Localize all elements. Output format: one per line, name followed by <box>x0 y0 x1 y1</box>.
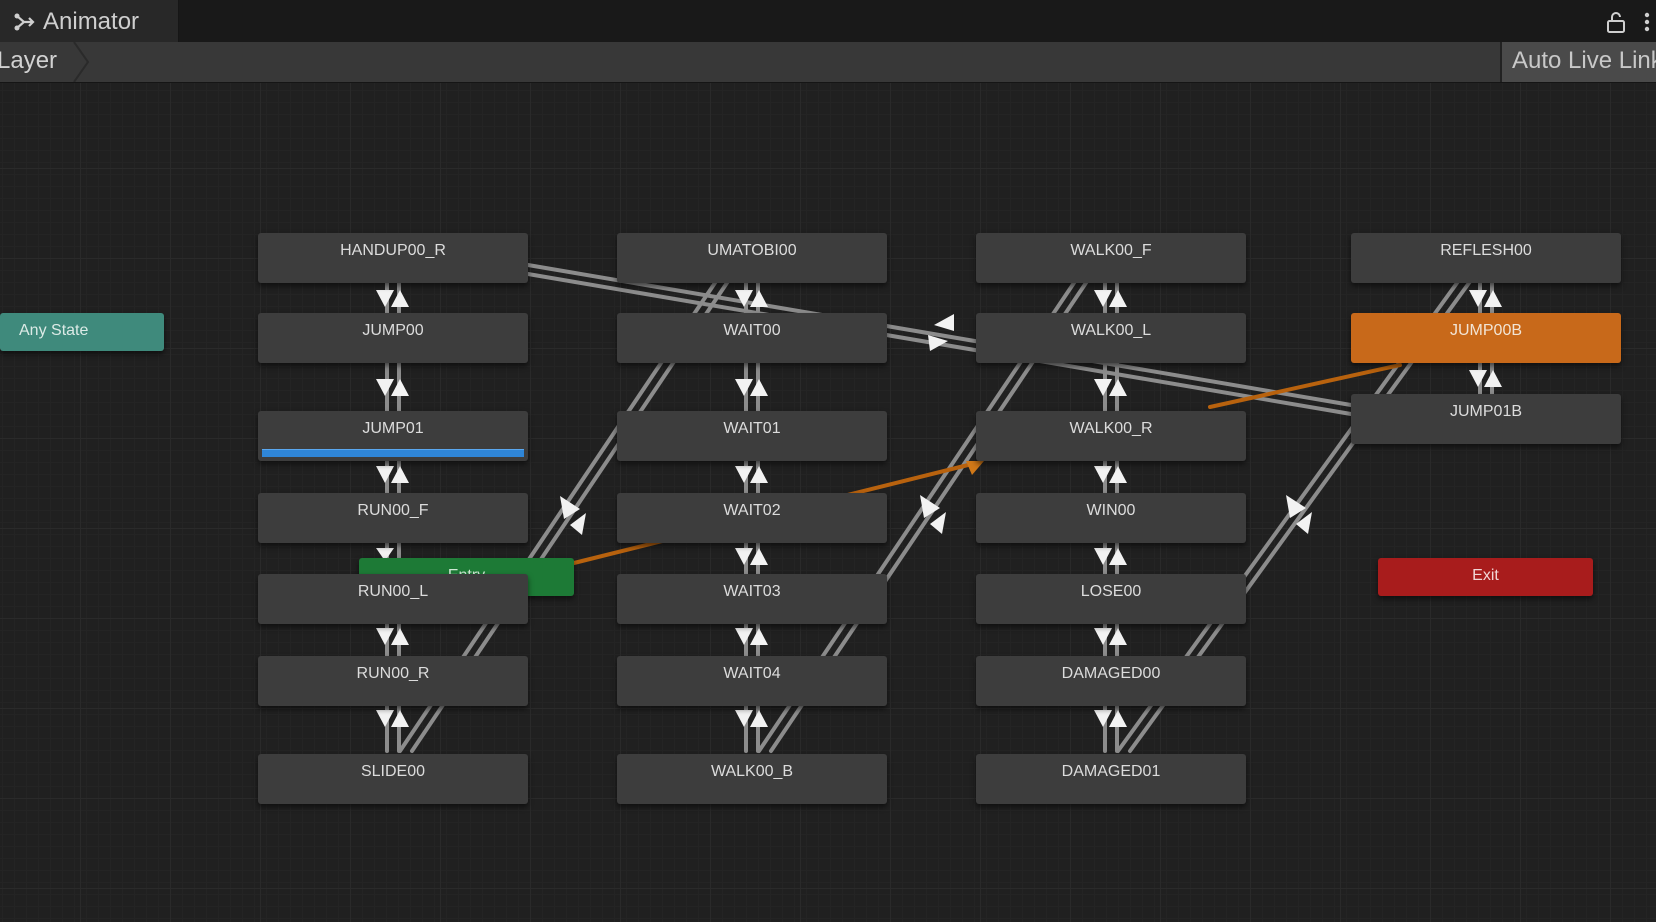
state-label: REFLESH00 <box>1440 242 1532 259</box>
transition-arrow-pair <box>735 466 768 483</box>
any-state-node[interactable]: Any State <box>0 313 164 351</box>
state-label: LOSE00 <box>1080 583 1142 600</box>
transition-arrow-pair <box>1094 710 1127 727</box>
state-node-wait04[interactable]: WAIT04 <box>617 656 887 706</box>
animator-icon <box>14 13 35 31</box>
window-tab-bar: Animator <box>0 0 1656 42</box>
animator-toolbar: Layer Auto Live Link <box>0 42 1656 83</box>
state-node-wait00[interactable]: WAIT00 <box>617 313 887 363</box>
state-node-walk00-r[interactable]: WALK00_R <box>976 411 1246 461</box>
state-node-jump00[interactable]: JUMP00 <box>258 313 528 363</box>
lock-icon[interactable] <box>1606 11 1626 33</box>
transition-arrow-pair <box>1094 466 1127 483</box>
tab-title: Animator <box>43 8 140 35</box>
state-node-damaged01[interactable]: DAMAGED01 <box>976 754 1246 804</box>
state-node-lose00[interactable]: LOSE00 <box>976 574 1246 624</box>
breadcrumb[interactable]: Layer <box>0 42 90 82</box>
transition-arrow-pair <box>1094 628 1127 645</box>
auto-live-link-label: Auto Live Link <box>1512 47 1656 74</box>
transition-arrow-pair <box>1469 370 1502 387</box>
state-label: WALK00_F <box>1070 242 1152 259</box>
transition-arrow-pair <box>376 379 409 396</box>
state-label: WALK00_L <box>1070 322 1152 339</box>
transition-arrow-pair <box>376 628 409 645</box>
state-label: DAMAGED00 <box>1061 665 1161 682</box>
animator-tab[interactable]: Animator <box>0 0 179 42</box>
transition-arrow-pair <box>1286 495 1312 534</box>
any-state-label: Any State <box>19 322 89 339</box>
state-node-damaged00[interactable]: DAMAGED00 <box>976 656 1246 706</box>
more-options-icon[interactable] <box>1644 10 1650 34</box>
state-node-wait03[interactable]: WAIT03 <box>617 574 887 624</box>
state-label: WAIT02 <box>723 502 781 519</box>
state-label: RUN00_F <box>357 502 429 519</box>
exit-label: Exit <box>1472 567 1499 584</box>
transition-arrow-pair <box>920 495 946 534</box>
active-transition-arrow <box>966 461 984 475</box>
active-transition-line <box>1208 363 1402 409</box>
state-label: UMATOBI00 <box>707 242 797 259</box>
transition-arrow-pair <box>735 548 768 565</box>
transition-arrow-pair <box>376 290 409 307</box>
state-node-walk00-b[interactable]: WALK00_B <box>617 754 887 804</box>
state-label: JUMP01B <box>1449 403 1523 420</box>
state-node-jump00b-current[interactable]: JUMP00B <box>1351 313 1621 363</box>
state-machine-graph[interactable]: Any State Entry Exit HANDUP00_R JUMP00 J… <box>0 83 1656 922</box>
transition-arrow-pair <box>928 314 954 351</box>
state-node-jump01b[interactable]: JUMP01B <box>1351 394 1621 444</box>
state-label: DAMAGED01 <box>1061 763 1161 780</box>
state-node-wait01[interactable]: WAIT01 <box>617 411 887 461</box>
state-label: JUMP00B <box>1449 322 1523 339</box>
transition-arrow-pair <box>1094 548 1127 565</box>
transition-line <box>526 263 1353 407</box>
exit-node[interactable]: Exit <box>1378 558 1593 596</box>
state-label: WAIT00 <box>723 322 781 339</box>
state-node-win00[interactable]: WIN00 <box>976 493 1246 543</box>
state-label: WAIT01 <box>723 420 781 437</box>
state-progress-bar <box>262 449 524 457</box>
state-label: WAIT03 <box>723 583 781 600</box>
transition-arrow-pair <box>1094 290 1127 307</box>
transition-arrow-pair <box>735 290 768 307</box>
state-node-walk00-f[interactable]: WALK00_F <box>976 233 1246 283</box>
state-label: HANDUP00_R <box>340 242 446 259</box>
state-node-run00-f[interactable]: RUN00_F <box>258 493 528 543</box>
breadcrumb-arrow-icon <box>60 42 90 82</box>
state-node-handup00-r[interactable]: HANDUP00_R <box>258 233 528 283</box>
transition-arrow-pair <box>735 628 768 645</box>
state-node-reflesh00[interactable]: REFLESH00 <box>1351 233 1621 283</box>
transition-arrow-pair <box>1469 290 1502 307</box>
transition-arrow-pair <box>376 466 409 483</box>
state-label: WAIT04 <box>723 665 781 682</box>
breadcrumb-layer: Layer <box>0 47 58 74</box>
state-node-jump01[interactable]: JUMP01 <box>258 411 528 461</box>
state-label: WALK00_B <box>710 763 794 780</box>
state-label: JUMP00 <box>362 322 424 339</box>
state-node-run00-r[interactable]: RUN00_R <box>258 656 528 706</box>
transition-arrow-pair <box>560 496 586 535</box>
transition-arrow-pair <box>735 379 768 396</box>
state-label: JUMP01 <box>362 420 424 437</box>
state-label: WALK00_R <box>1069 420 1153 437</box>
state-label: SLIDE00 <box>360 763 426 780</box>
transition-arrow-pair <box>735 710 768 727</box>
state-node-run00-l[interactable]: RUN00_L <box>258 574 528 624</box>
transition-arrow-pair <box>376 548 394 561</box>
state-label: WIN00 <box>1086 502 1136 519</box>
state-node-umatobi00[interactable]: UMATOBI00 <box>617 233 887 283</box>
state-label: RUN00_L <box>357 583 429 600</box>
transition-arrow-pair <box>376 710 409 727</box>
state-node-walk00-l[interactable]: WALK00_L <box>976 313 1246 363</box>
auto-live-link-button[interactable]: Auto Live Link <box>1500 42 1656 82</box>
state-node-wait02[interactable]: WAIT02 <box>617 493 887 543</box>
state-node-slide00[interactable]: SLIDE00 <box>258 754 528 804</box>
state-label: RUN00_R <box>356 665 430 682</box>
transition-arrow-pair <box>1094 379 1127 396</box>
